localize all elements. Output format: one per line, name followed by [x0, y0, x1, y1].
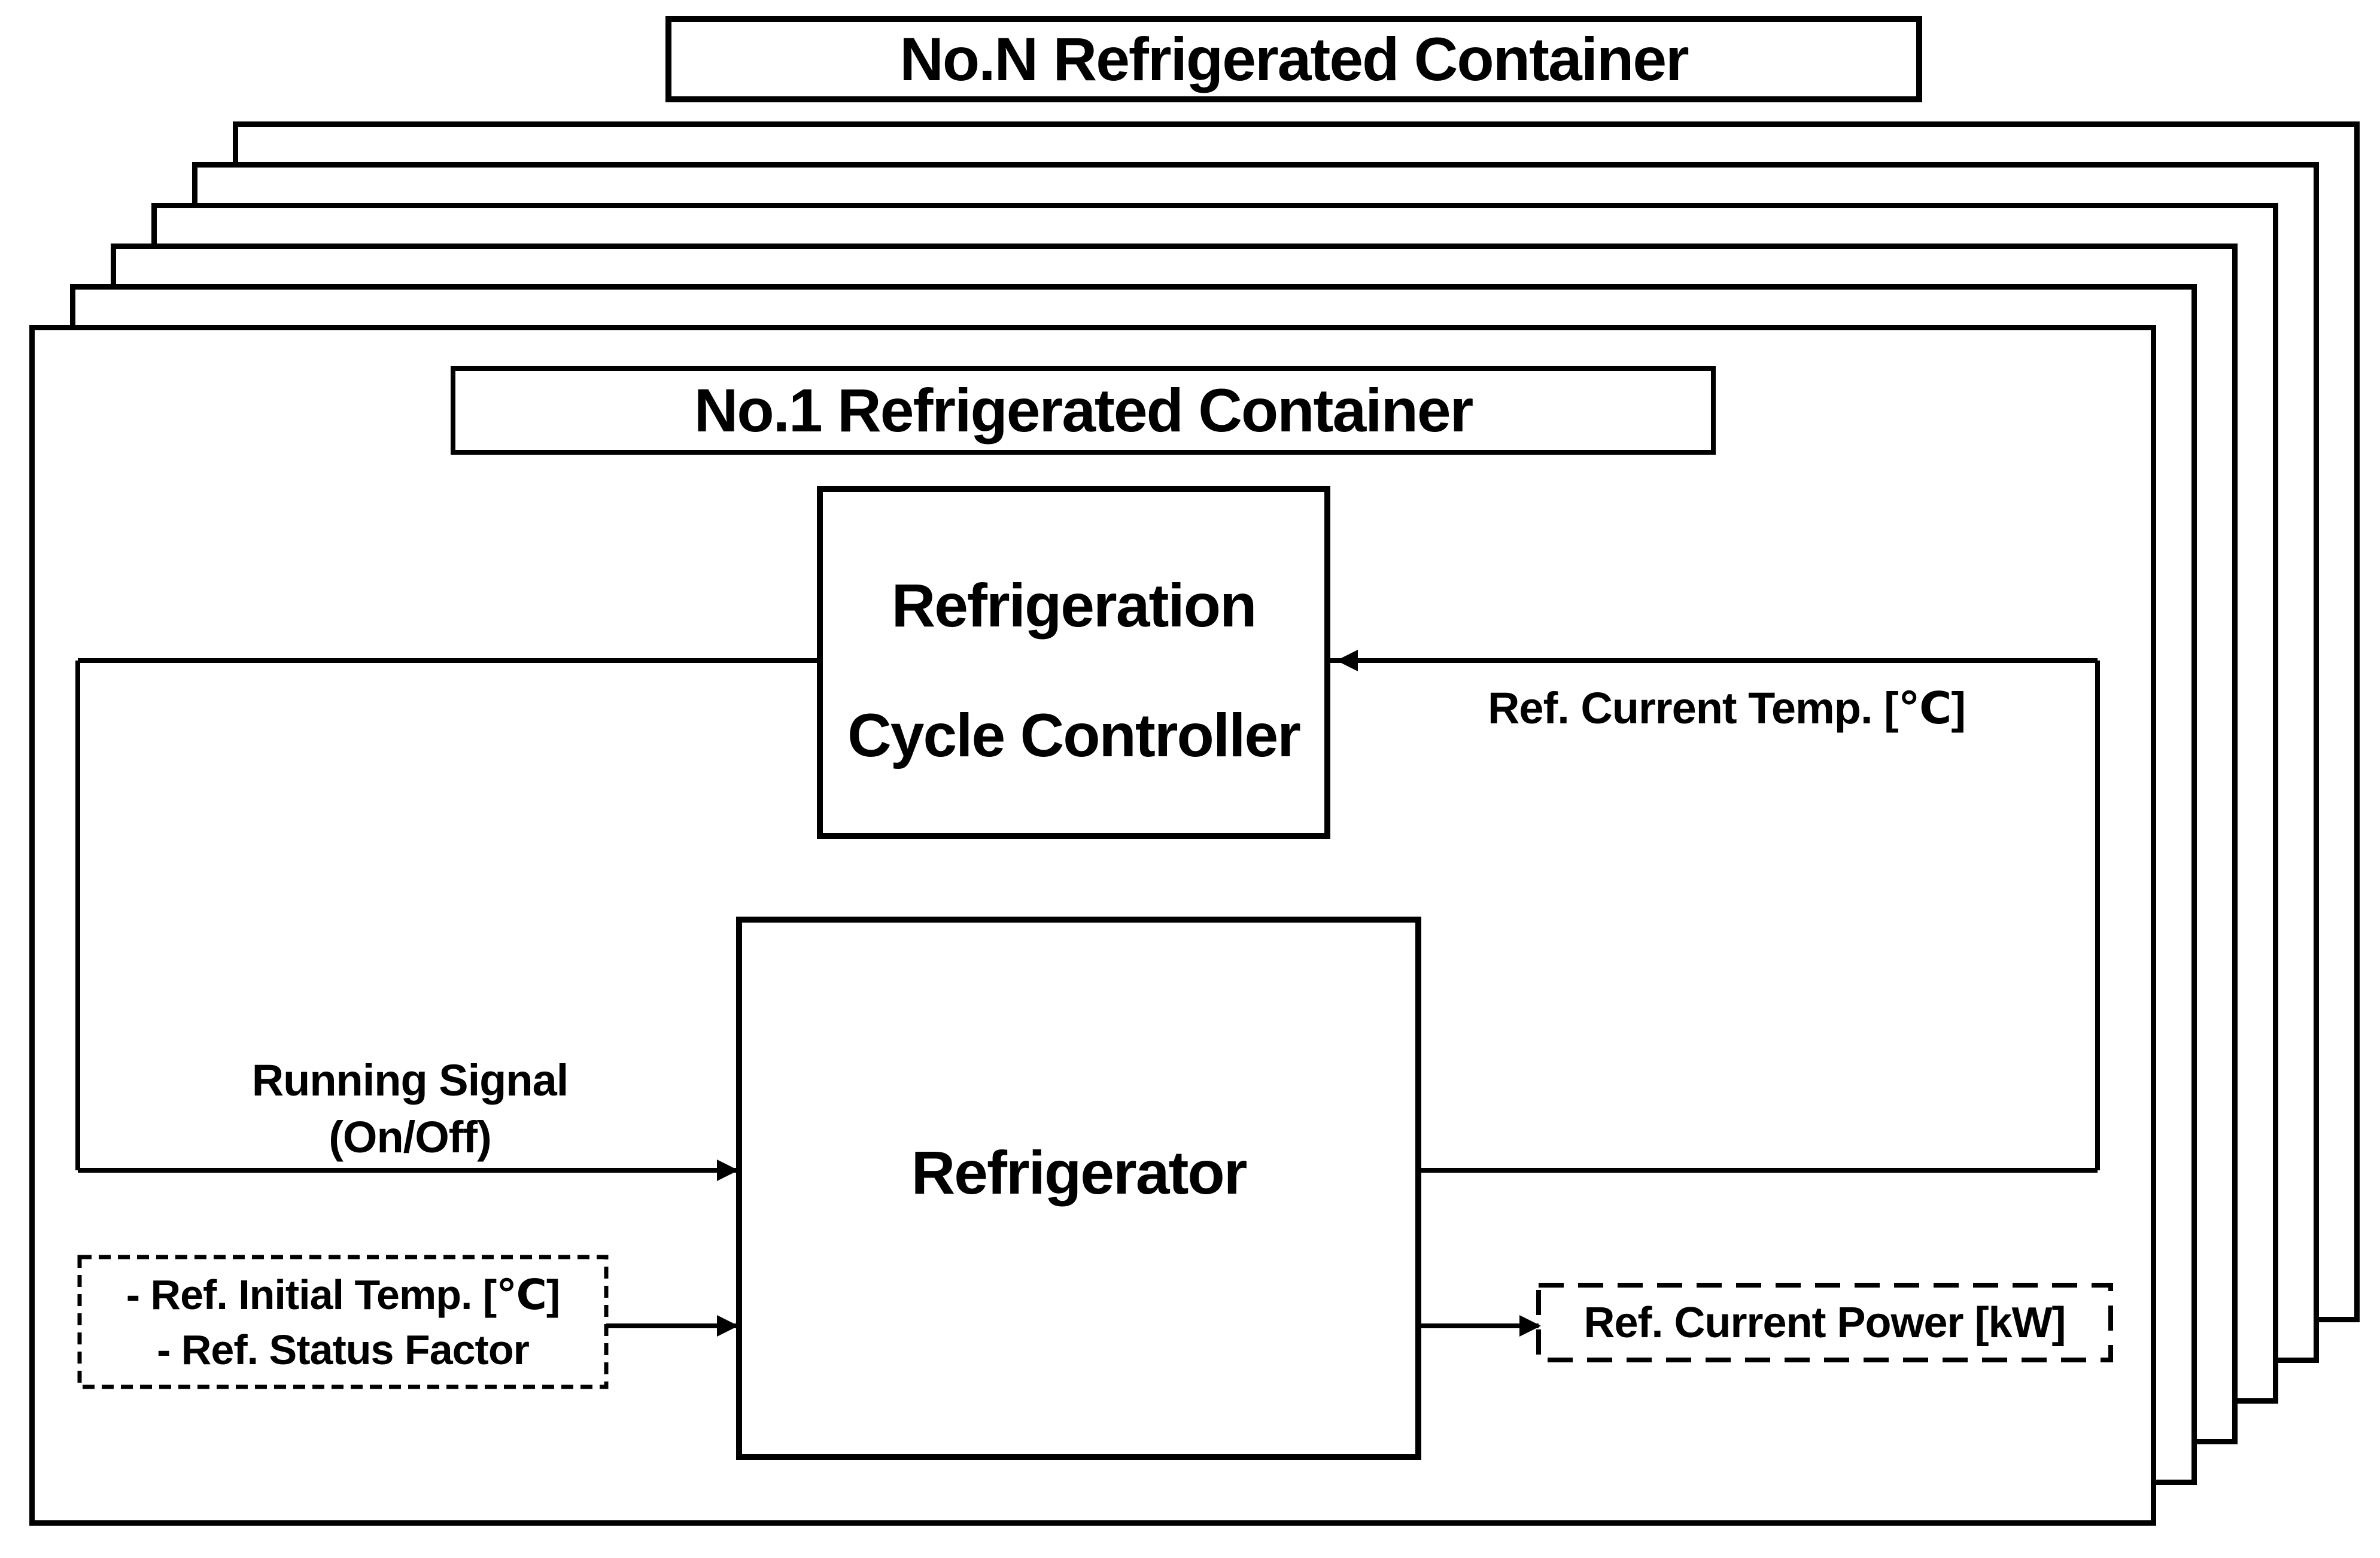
arrowhead-into-power-output: [1519, 1315, 1541, 1337]
container-title-box: No.1 Refrigerated Container: [451, 366, 1716, 455]
arrowhead-into-controller: [1336, 650, 1358, 671]
controller-label-line1: Refrigeration: [891, 571, 1257, 640]
running-signal-line2: (On/Off): [329, 1112, 491, 1162]
container-title-text: No.1 Refrigerated Container: [694, 376, 1474, 445]
arrowhead-inputs-into-refrigerator: [717, 1315, 738, 1337]
input-params-line1: - Ref. Initial Temp. [℃]: [126, 1271, 560, 1318]
stack-title-box: No.N Refrigerated Container: [665, 16, 1922, 102]
feedback-temp-label: Ref. Current Temp. [℃]: [1487, 683, 1966, 733]
output-power-dashed-box: [1536, 1283, 2113, 1362]
input-params-label: - Ref. Initial Temp. [℃] - Ref. Status F…: [80, 1257, 606, 1387]
refrigerator-label: Refrigerator: [911, 1139, 1248, 1207]
arrowhead-running-signal-into-refrigerator: [717, 1160, 738, 1181]
output-power-label: Ref. Current Power [kW]: [1539, 1285, 2111, 1360]
refrigerator-box: Refrigerator: [736, 917, 1421, 1460]
stack-title-text: No.N Refrigerated Container: [899, 25, 1689, 93]
refrigeration-cycle-controller-box: Refrigeration Cycle Controller: [817, 486, 1330, 839]
controller-label-line2: Cycle Controller: [847, 701, 1301, 769]
running-signal-label: Running Signal (On/Off): [230, 1052, 589, 1166]
output-power-text: Ref. Current Power [kW]: [1583, 1298, 2066, 1347]
input-params-line2: - Ref. Status Factor: [157, 1326, 530, 1373]
input-params-dashed-box: [77, 1255, 609, 1389]
running-signal-line1: Running Signal: [251, 1055, 569, 1105]
